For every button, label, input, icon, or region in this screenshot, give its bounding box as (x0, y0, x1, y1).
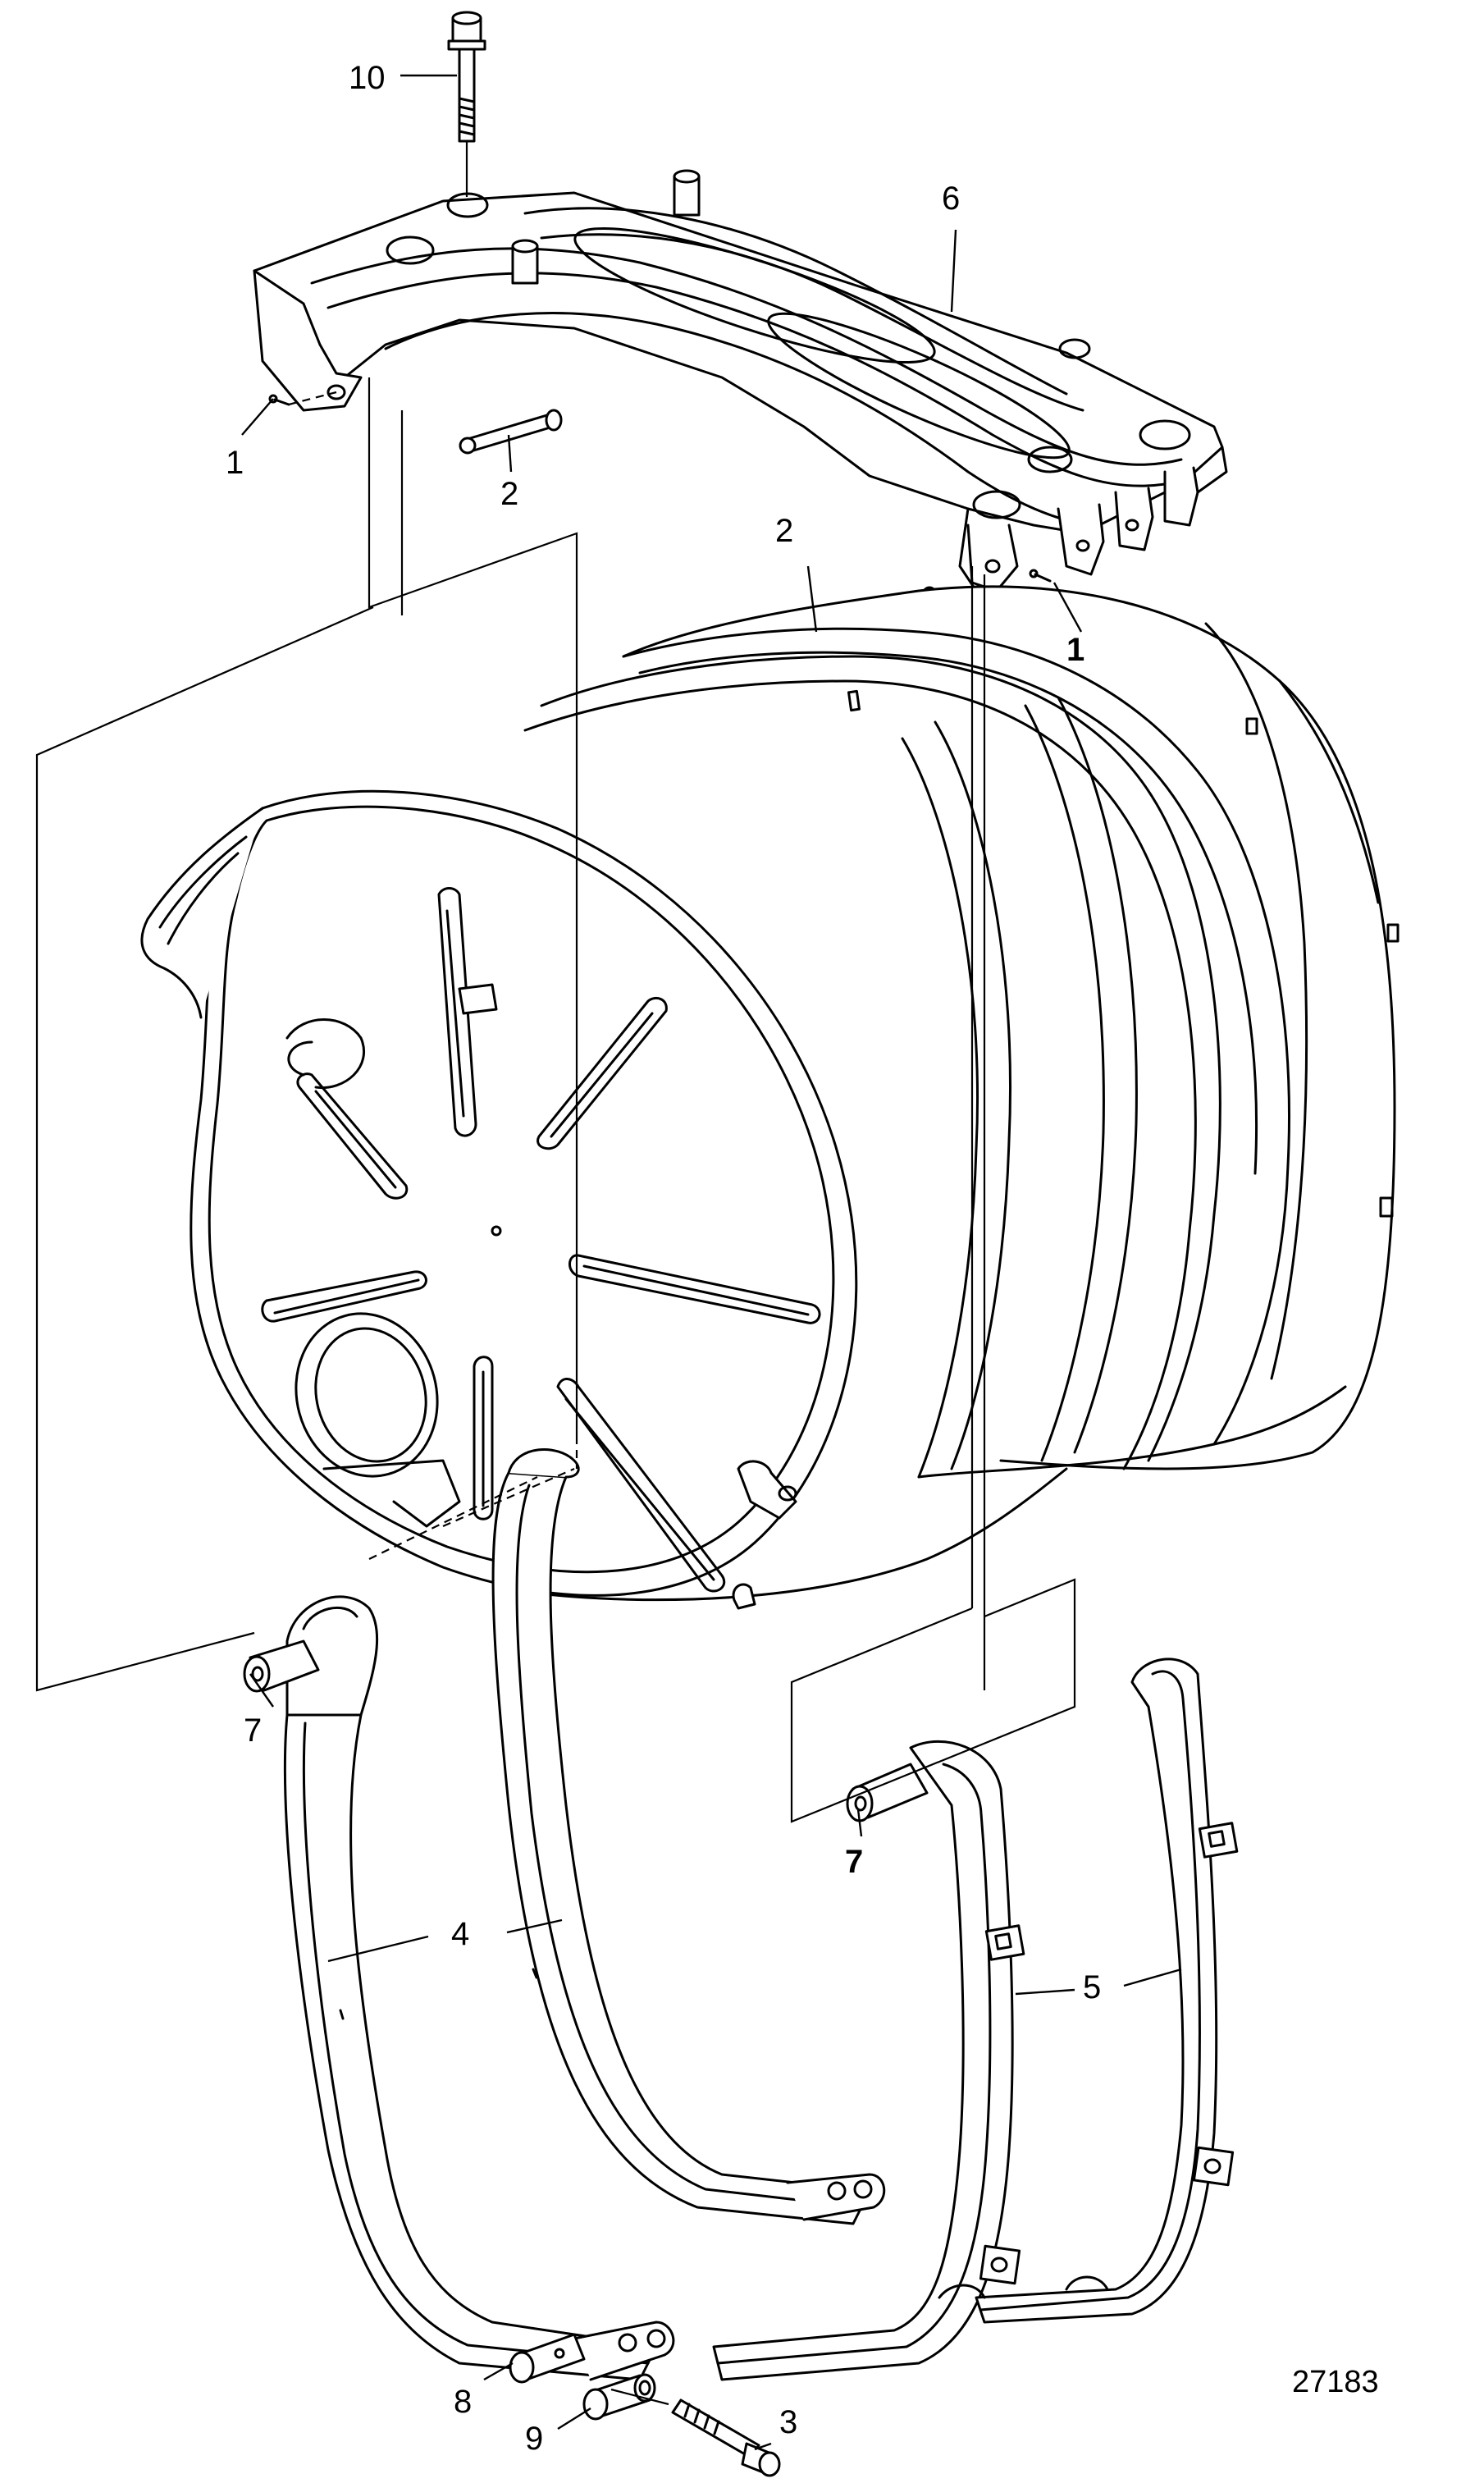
pin-2-left (459, 409, 563, 455)
bolt-3 (671, 2398, 781, 2477)
callout-8: 8 (454, 2384, 472, 2420)
strap-5 (712, 1658, 1239, 2381)
callout-3: 3 (779, 2404, 797, 2440)
callout-labels: 10 6 1 2 2 1 7 7 4 5 8 9 3 27183 (226, 60, 1379, 2457)
callout-2-left: 2 (500, 476, 518, 512)
cotter-pin-1-right (1029, 569, 1052, 583)
callout-4: 4 (451, 1916, 469, 1952)
callout-9: 9 (525, 2421, 543, 2457)
callout-1-right: 1 (1066, 632, 1084, 668)
callout-5: 5 (1083, 1969, 1101, 2005)
callout-10: 10 (349, 60, 386, 96)
callout-2-right: 2 (775, 513, 793, 549)
bolt-10 (447, 11, 486, 143)
muffler-body (140, 585, 1400, 1610)
callout-leaders (241, 74, 1182, 2451)
drawing-number: 27183 (1292, 2365, 1379, 2399)
sleeve-9 (582, 2373, 656, 2421)
strap-4 (243, 1448, 886, 2381)
cotter-pin-1-left (268, 394, 290, 406)
callout-1-left: 1 (226, 445, 244, 481)
callout-7-right: 7 (845, 1844, 863, 1880)
assembly-lines (35, 377, 1076, 1823)
pin-8 (509, 2333, 586, 2384)
callout-7-left: 7 (244, 1712, 262, 1749)
callout-6: 6 (942, 181, 960, 217)
mounting-bracket (253, 169, 1228, 592)
